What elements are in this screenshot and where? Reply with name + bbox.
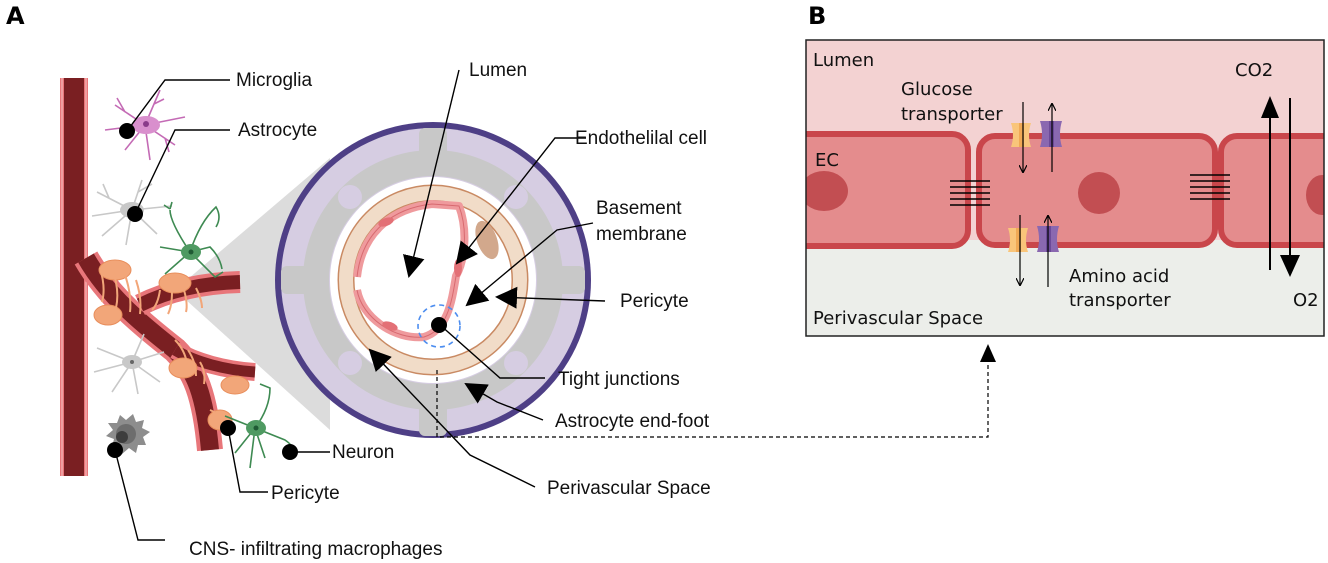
label-pericyte-cross: Pericyte: [620, 291, 689, 312]
label-lumen-b: Lumen: [813, 50, 874, 71]
pericyte-pointer-dot: [220, 420, 236, 436]
label-astrocyte: Astrocyte: [238, 120, 317, 141]
label-neuron: Neuron: [332, 442, 394, 463]
glucose-transporter-top: [1011, 123, 1031, 147]
panel-b-letter: B: [808, 2, 826, 30]
label-amino-acid-transporter-1: Amino acid: [1069, 266, 1169, 287]
astrocyte-cell-bottom: [93, 333, 165, 395]
cross-section-callouts: [368, 69, 606, 488]
label-o2: O2: [1293, 290, 1319, 311]
main-blood-vessel: [60, 78, 88, 476]
microglia-pointer-dot: [119, 123, 135, 139]
ec-nuclei: [806, 171, 1324, 215]
tight-junction-highlight: [417, 304, 461, 348]
panel-a-letter: A: [6, 2, 25, 30]
panel-b-diagram: [806, 40, 1324, 336]
label-pericyte-left: Pericyte: [271, 483, 340, 504]
macrophage-pointer-dot: [107, 442, 123, 458]
label-basement-membrane-2: membrane: [596, 224, 687, 245]
microglia-cell: [104, 89, 186, 161]
astrocyte-endfeet-ring: [303, 150, 563, 410]
label-lumen-a: Lumen: [469, 60, 527, 81]
transport-arrows: [1020, 102, 1052, 287]
label-co2: CO2: [1235, 60, 1273, 81]
o2-arrowhead: [1280, 255, 1300, 277]
neuron-cell-top: [159, 201, 224, 279]
amino-acid-transporter-top: [1040, 121, 1062, 147]
label-cns-macrophages: CNS- infiltrating macrophages: [189, 539, 442, 560]
label-ec: EC: [815, 150, 839, 171]
label-perivascular-space-b: Perivascular Space: [813, 308, 983, 329]
astrocyte-pointer-dot: [127, 206, 143, 222]
gas-exchange-arrows: [1269, 98, 1291, 270]
glucose-transporter-bottom: [1008, 228, 1028, 252]
label-microglia: Microglia: [236, 70, 312, 91]
vessel-cross-section: [275, 122, 591, 438]
tight-junction-lines-b: [950, 174, 1230, 206]
tight-junction-pointer-dot: [431, 317, 447, 333]
co2-arrowhead: [1261, 96, 1279, 118]
endothelial-cells: [806, 131, 1324, 249]
label-glucose-transporter-2: transporter: [901, 104, 1003, 125]
label-astrocyte-end-foot: Astrocyte end-foot: [555, 411, 710, 432]
label-basement-membrane-1: Basement: [596, 198, 682, 219]
neuron-pointer-dot: [282, 444, 298, 460]
label-perivascular-space-a: Perivascular Space: [547, 478, 711, 499]
panel-b-frame: [805, 39, 1325, 337]
dashed-connector: [436, 344, 996, 438]
label-tight-junctions: Tight junctions: [558, 369, 680, 390]
left-callout-lines: [114, 79, 330, 541]
label-amino-acid-transporter-2: transporter: [1069, 290, 1171, 311]
label-glucose-transporter-1: Glucose: [901, 79, 973, 100]
label-endothelial-cell: Endothelilal cell: [575, 128, 707, 149]
perivascular-region: [806, 240, 1324, 336]
left-callout-dots: [107, 123, 298, 460]
